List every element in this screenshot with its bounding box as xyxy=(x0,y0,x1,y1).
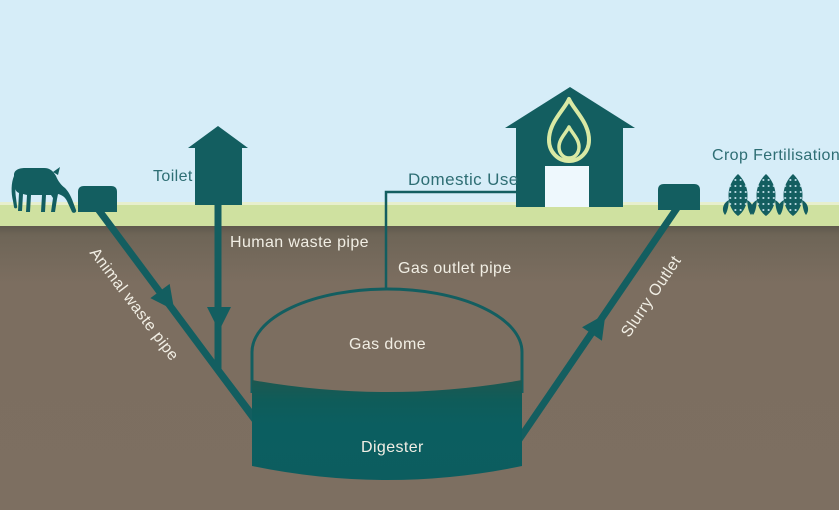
cow-icon xyxy=(11,167,77,213)
house-icon xyxy=(505,87,635,207)
pipe-arrow-icon xyxy=(150,283,175,311)
domestic-use-label: Domestic Use xyxy=(408,170,519,189)
gas-outlet-pipe-label: Gas outlet pipe xyxy=(398,260,512,277)
toilet-icon xyxy=(188,126,248,205)
gas-dome-outline xyxy=(250,287,524,393)
pipe-arrow-icon xyxy=(207,307,231,331)
gas-outlet-pipe-line xyxy=(384,190,516,289)
pipe-arrow-icon xyxy=(582,314,606,341)
flame-icon xyxy=(547,97,591,163)
toilet-label: Toilet xyxy=(153,168,193,185)
human-waste-pipe-label: Human waste pipe xyxy=(230,234,369,251)
corn-icon xyxy=(777,174,809,216)
gas-dome-label: Gas dome xyxy=(349,336,427,353)
digester-label: Digester xyxy=(361,439,424,456)
corn-icon xyxy=(750,174,782,216)
crop-fertilisation-label: Crop Fertilisation xyxy=(712,147,839,164)
feed-tank-icon xyxy=(78,186,117,212)
door xyxy=(545,166,589,207)
slurry-outlet-pipe xyxy=(513,206,680,446)
sky-background xyxy=(0,0,839,202)
corn-icon xyxy=(722,174,754,216)
digester-tank xyxy=(252,380,522,480)
human-waste-pipe xyxy=(207,200,259,423)
slurry-tank-icon xyxy=(658,184,700,210)
